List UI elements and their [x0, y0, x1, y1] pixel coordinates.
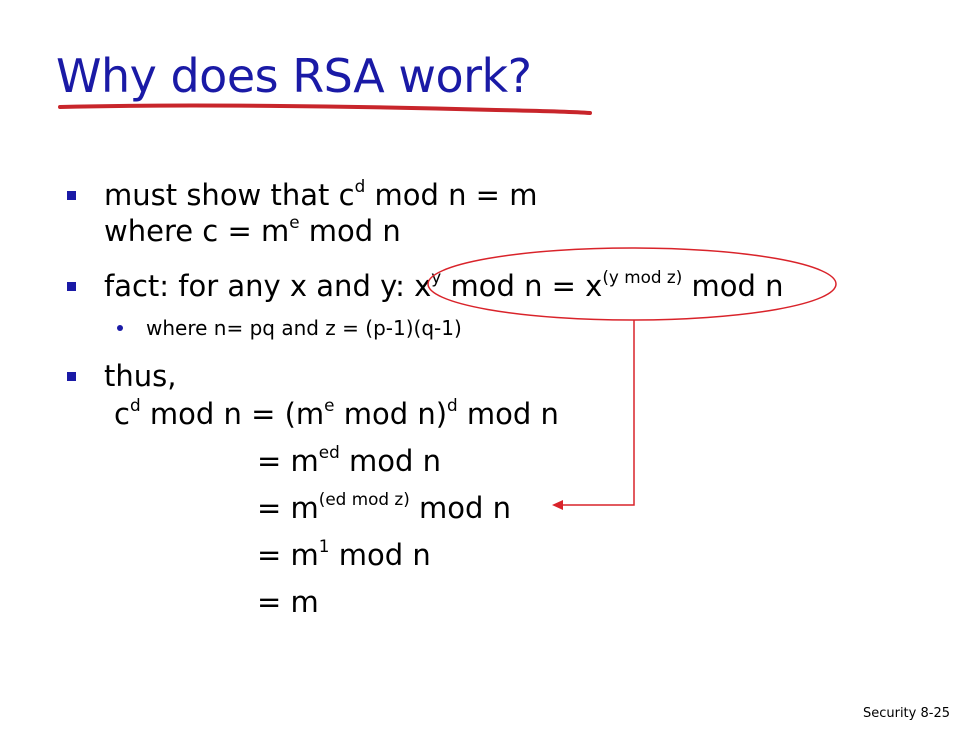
derivation-line-4: = m1 mod n — [257, 535, 431, 572]
footer-page-label: Security 8-25 — [862, 706, 950, 721]
bullet-square — [67, 372, 76, 381]
derivation-line-3: = m(ed mod z) mod n — [257, 488, 511, 525]
arrow-head-icon — [552, 500, 563, 510]
slide-title: Why does RSA work? — [56, 49, 532, 103]
connector-arrow — [560, 320, 635, 506]
bullet-square — [67, 282, 76, 291]
statement-line-1: must show that cd mod n = m — [104, 175, 538, 212]
derivation-line-5: = m — [257, 585, 319, 619]
derivation-line-1: cd mod n = (me mod n)d mod n — [114, 394, 559, 431]
title-underline — [58, 103, 592, 115]
fact-line: fact: for any x and y: xy mod n = x(y mo… — [104, 266, 784, 303]
bullet-square — [67, 191, 76, 200]
bullet-dot — [117, 325, 123, 331]
fact-condition-line: where n= pq and z = (p-1)(q-1) — [146, 316, 462, 340]
statement-line-2: where c = me mod n — [104, 211, 401, 248]
thus-line: thus, — [104, 359, 177, 393]
derivation-line-2: = med mod n — [257, 441, 442, 478]
